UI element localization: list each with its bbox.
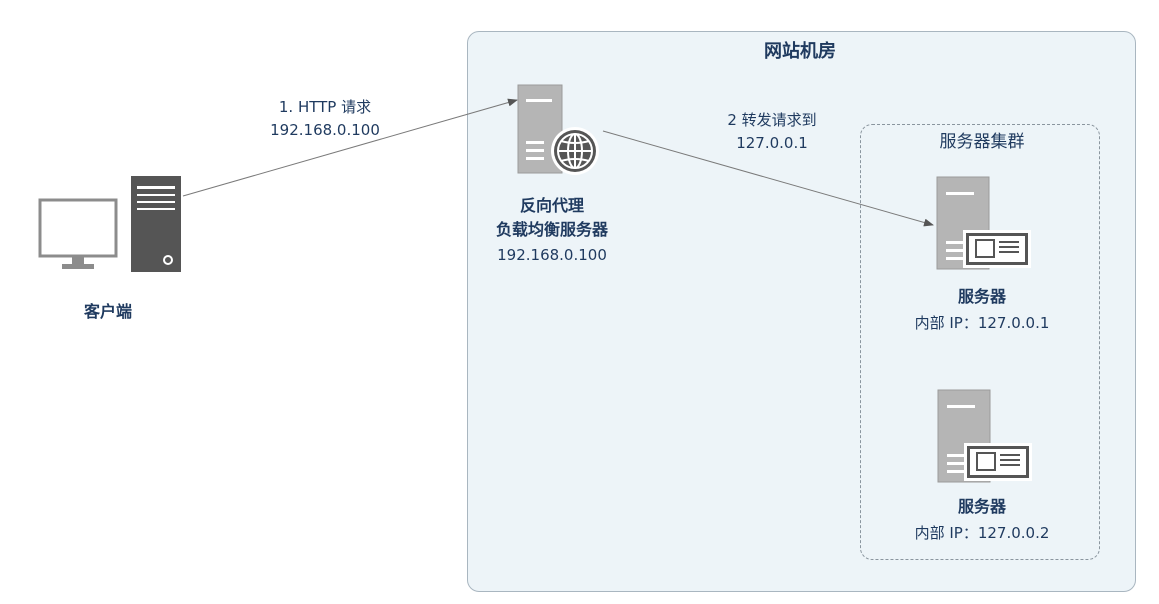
web-server-globe-icon [517, 84, 599, 175]
cluster-title: 服务器集群 [939, 132, 1025, 152]
server-cluster-region [860, 124, 1100, 560]
server-1-label: 服务器 [957, 287, 1007, 306]
proxy-ip-label: 192.168.0.100 [497, 246, 607, 264]
client-label: 客户端 [83, 302, 133, 321]
request-arrow [182, 98, 518, 197]
datacenter-title: 网站机房 [764, 41, 836, 62]
server-card-icon [936, 176, 1031, 270]
forward-arrow [602, 130, 934, 227]
desktop-computer-icon [38, 176, 181, 272]
server-2-ip: 内部 IP：127.0.0.2 [914, 524, 1050, 542]
proxy-label-line1: 反向代理 [519, 196, 585, 215]
proxy-label-line2: 负载均衡服务器 [495, 220, 609, 239]
server-2-label: 服务器 [957, 497, 1007, 516]
forward-edge-label-line2: 127.0.0.1 [736, 134, 808, 152]
request-edge-label-line1: 1. HTTP 请求 [278, 98, 372, 116]
request-edge-label-line2: 192.168.0.100 [270, 121, 380, 139]
forward-edge-label-line1: 2 转发请求到 [727, 111, 817, 129]
server-1-ip: 内部 IP：127.0.0.1 [914, 314, 1050, 332]
server-card-icon [937, 389, 1032, 483]
